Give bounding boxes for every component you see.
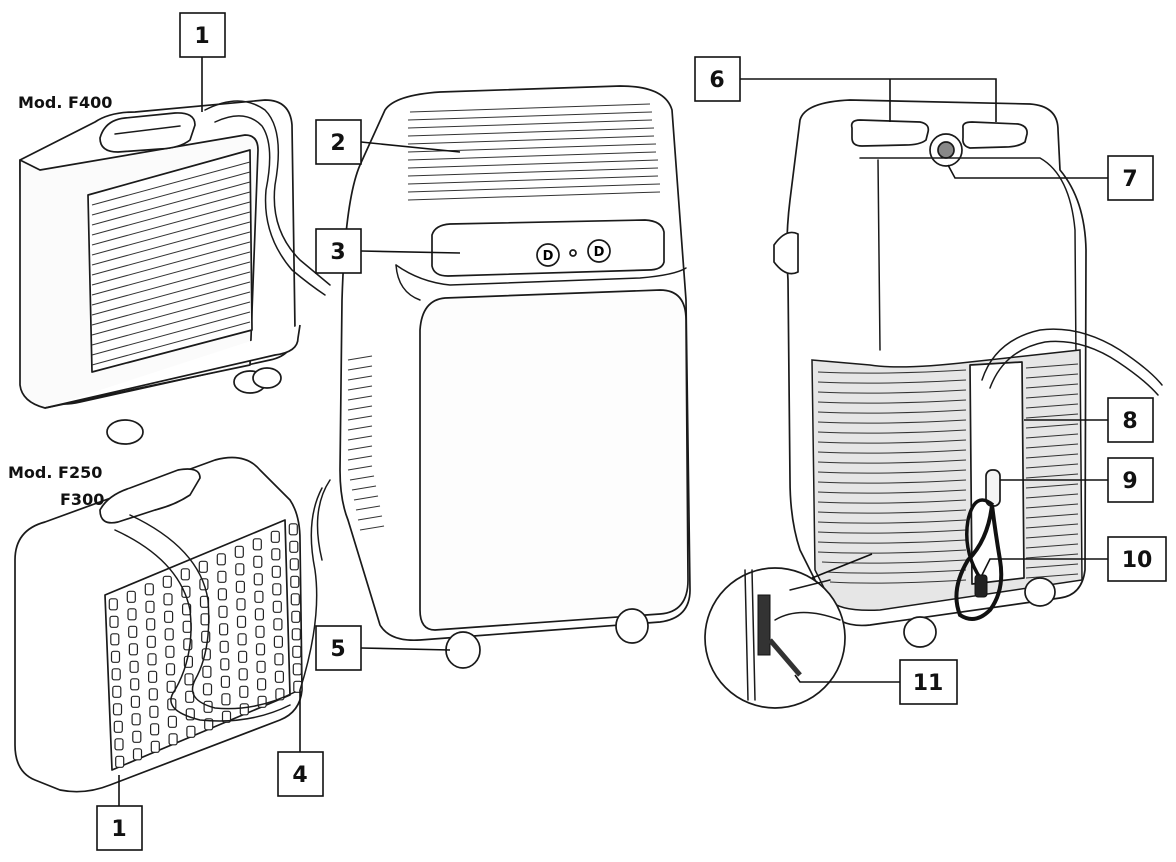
svg-text:1: 1 (194, 24, 209, 49)
callout-9: 9 (1000, 457, 1154, 503)
callout-8: 8 (1024, 397, 1154, 443)
model-label-f300: F300 (60, 490, 104, 509)
svg-text:8: 8 (1122, 409, 1137, 434)
callout-4: 4 (277, 690, 324, 797)
svg-text:7: 7 (1122, 167, 1137, 192)
callout-10: 10 (981, 536, 1167, 582)
svg-text:6: 6 (709, 68, 724, 93)
svg-text:3: 3 (330, 240, 345, 265)
rear-filter-lines (817, 363, 1079, 584)
svg-text:5: 5 (330, 637, 345, 662)
callout-1-top: 1 (179, 12, 226, 112)
svg-text:1: 1 (111, 817, 126, 842)
model-label-f250: Mod. F250 (8, 463, 102, 482)
model-label-f400: Mod. F400 (18, 93, 112, 112)
svg-text:10: 10 (1122, 548, 1153, 573)
svg-text:D: D (594, 245, 605, 260)
filter-unit-f250-f300 (14, 456, 331, 793)
callout-6: 6 (694, 56, 997, 122)
callout-11: 11 (794, 659, 958, 705)
callout-5: 5 (315, 625, 451, 671)
filter-unit-f400 (19, 99, 331, 445)
top-air-grille (407, 103, 661, 201)
grid-cells-f250 (108, 523, 303, 768)
svg-text:9: 9 (1122, 469, 1137, 494)
callout-1-bottom: 1 (96, 775, 143, 851)
drain-detail-inset (704, 553, 873, 709)
svg-text:D: D (543, 249, 554, 264)
side-louvres (347, 355, 385, 531)
dehumidifier-front: D D (339, 85, 691, 669)
callout-3: 3 (315, 228, 461, 274)
grille-lines-f400 (91, 161, 251, 366)
svg-text:4: 4 (292, 763, 307, 788)
svg-text:11: 11 (913, 671, 944, 696)
svg-text:2: 2 (330, 131, 345, 156)
dehumidifier-rear (773, 99, 1163, 654)
callout-7: 7 (947, 155, 1154, 201)
callout-2: 2 (315, 119, 461, 165)
